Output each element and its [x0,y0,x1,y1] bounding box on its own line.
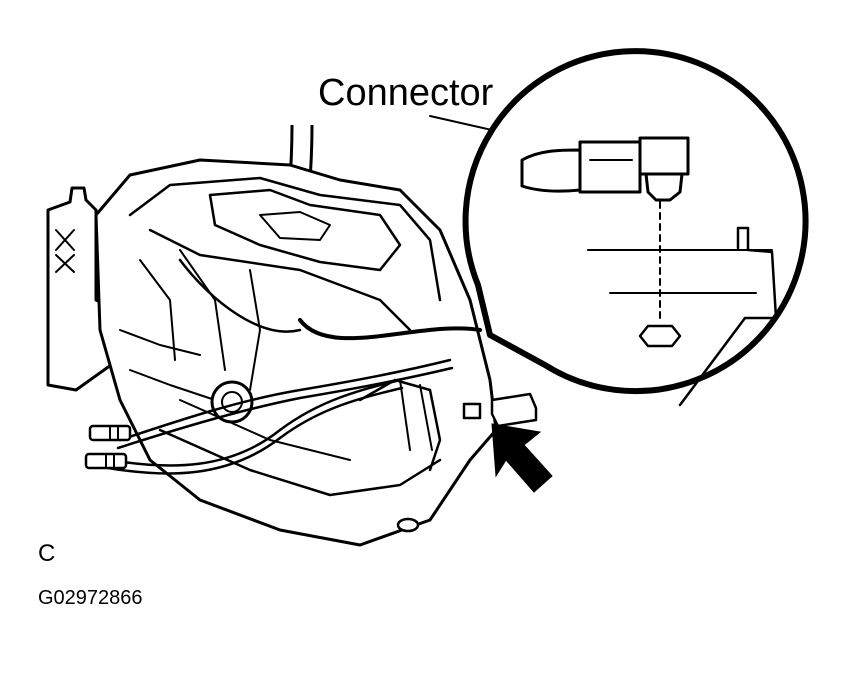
wire-plug-lower [84,452,128,470]
figure-id-label: G02972866 [38,587,143,609]
connector-callout-label: Connector [318,72,494,114]
view-letter-label: C [38,540,56,567]
connector-mounting-hole [638,324,682,348]
magnified-detail-view [462,48,809,407]
wire-plug-upper [88,424,132,442]
wire-harness [84,258,482,475]
shift-lever-housing [46,158,498,547]
connector-bracket [490,392,538,428]
connector-detail [520,136,690,202]
location-arrow [491,423,553,493]
